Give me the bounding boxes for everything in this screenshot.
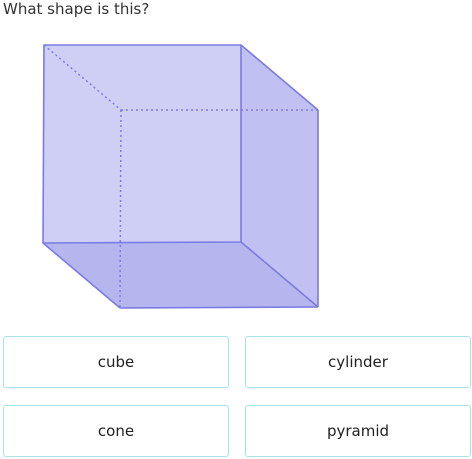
choice-cube-button[interactable]: cube bbox=[3, 336, 229, 388]
choice-cone-button[interactable]: cone bbox=[3, 405, 229, 457]
choice-label: cube bbox=[97, 353, 135, 371]
cube-hidden-edges bbox=[43, 44, 318, 309]
question-text: What shape is this? bbox=[3, 0, 150, 18]
choice-label: cone bbox=[97, 422, 135, 440]
choice-pyramid-button[interactable]: pyramid bbox=[245, 405, 471, 457]
cube-bottom-face bbox=[43, 242, 318, 308]
cube-right-face bbox=[241, 45, 318, 307]
cube-icon bbox=[42, 44, 319, 309]
choice-cylinder-button[interactable]: cylinder bbox=[245, 336, 471, 388]
cube-visible-edges bbox=[42, 44, 319, 309]
choice-label: cylinder bbox=[328, 353, 388, 371]
cube-front-face bbox=[43, 45, 241, 243]
choice-label: pyramid bbox=[326, 422, 390, 440]
cube-figure bbox=[42, 44, 319, 309]
